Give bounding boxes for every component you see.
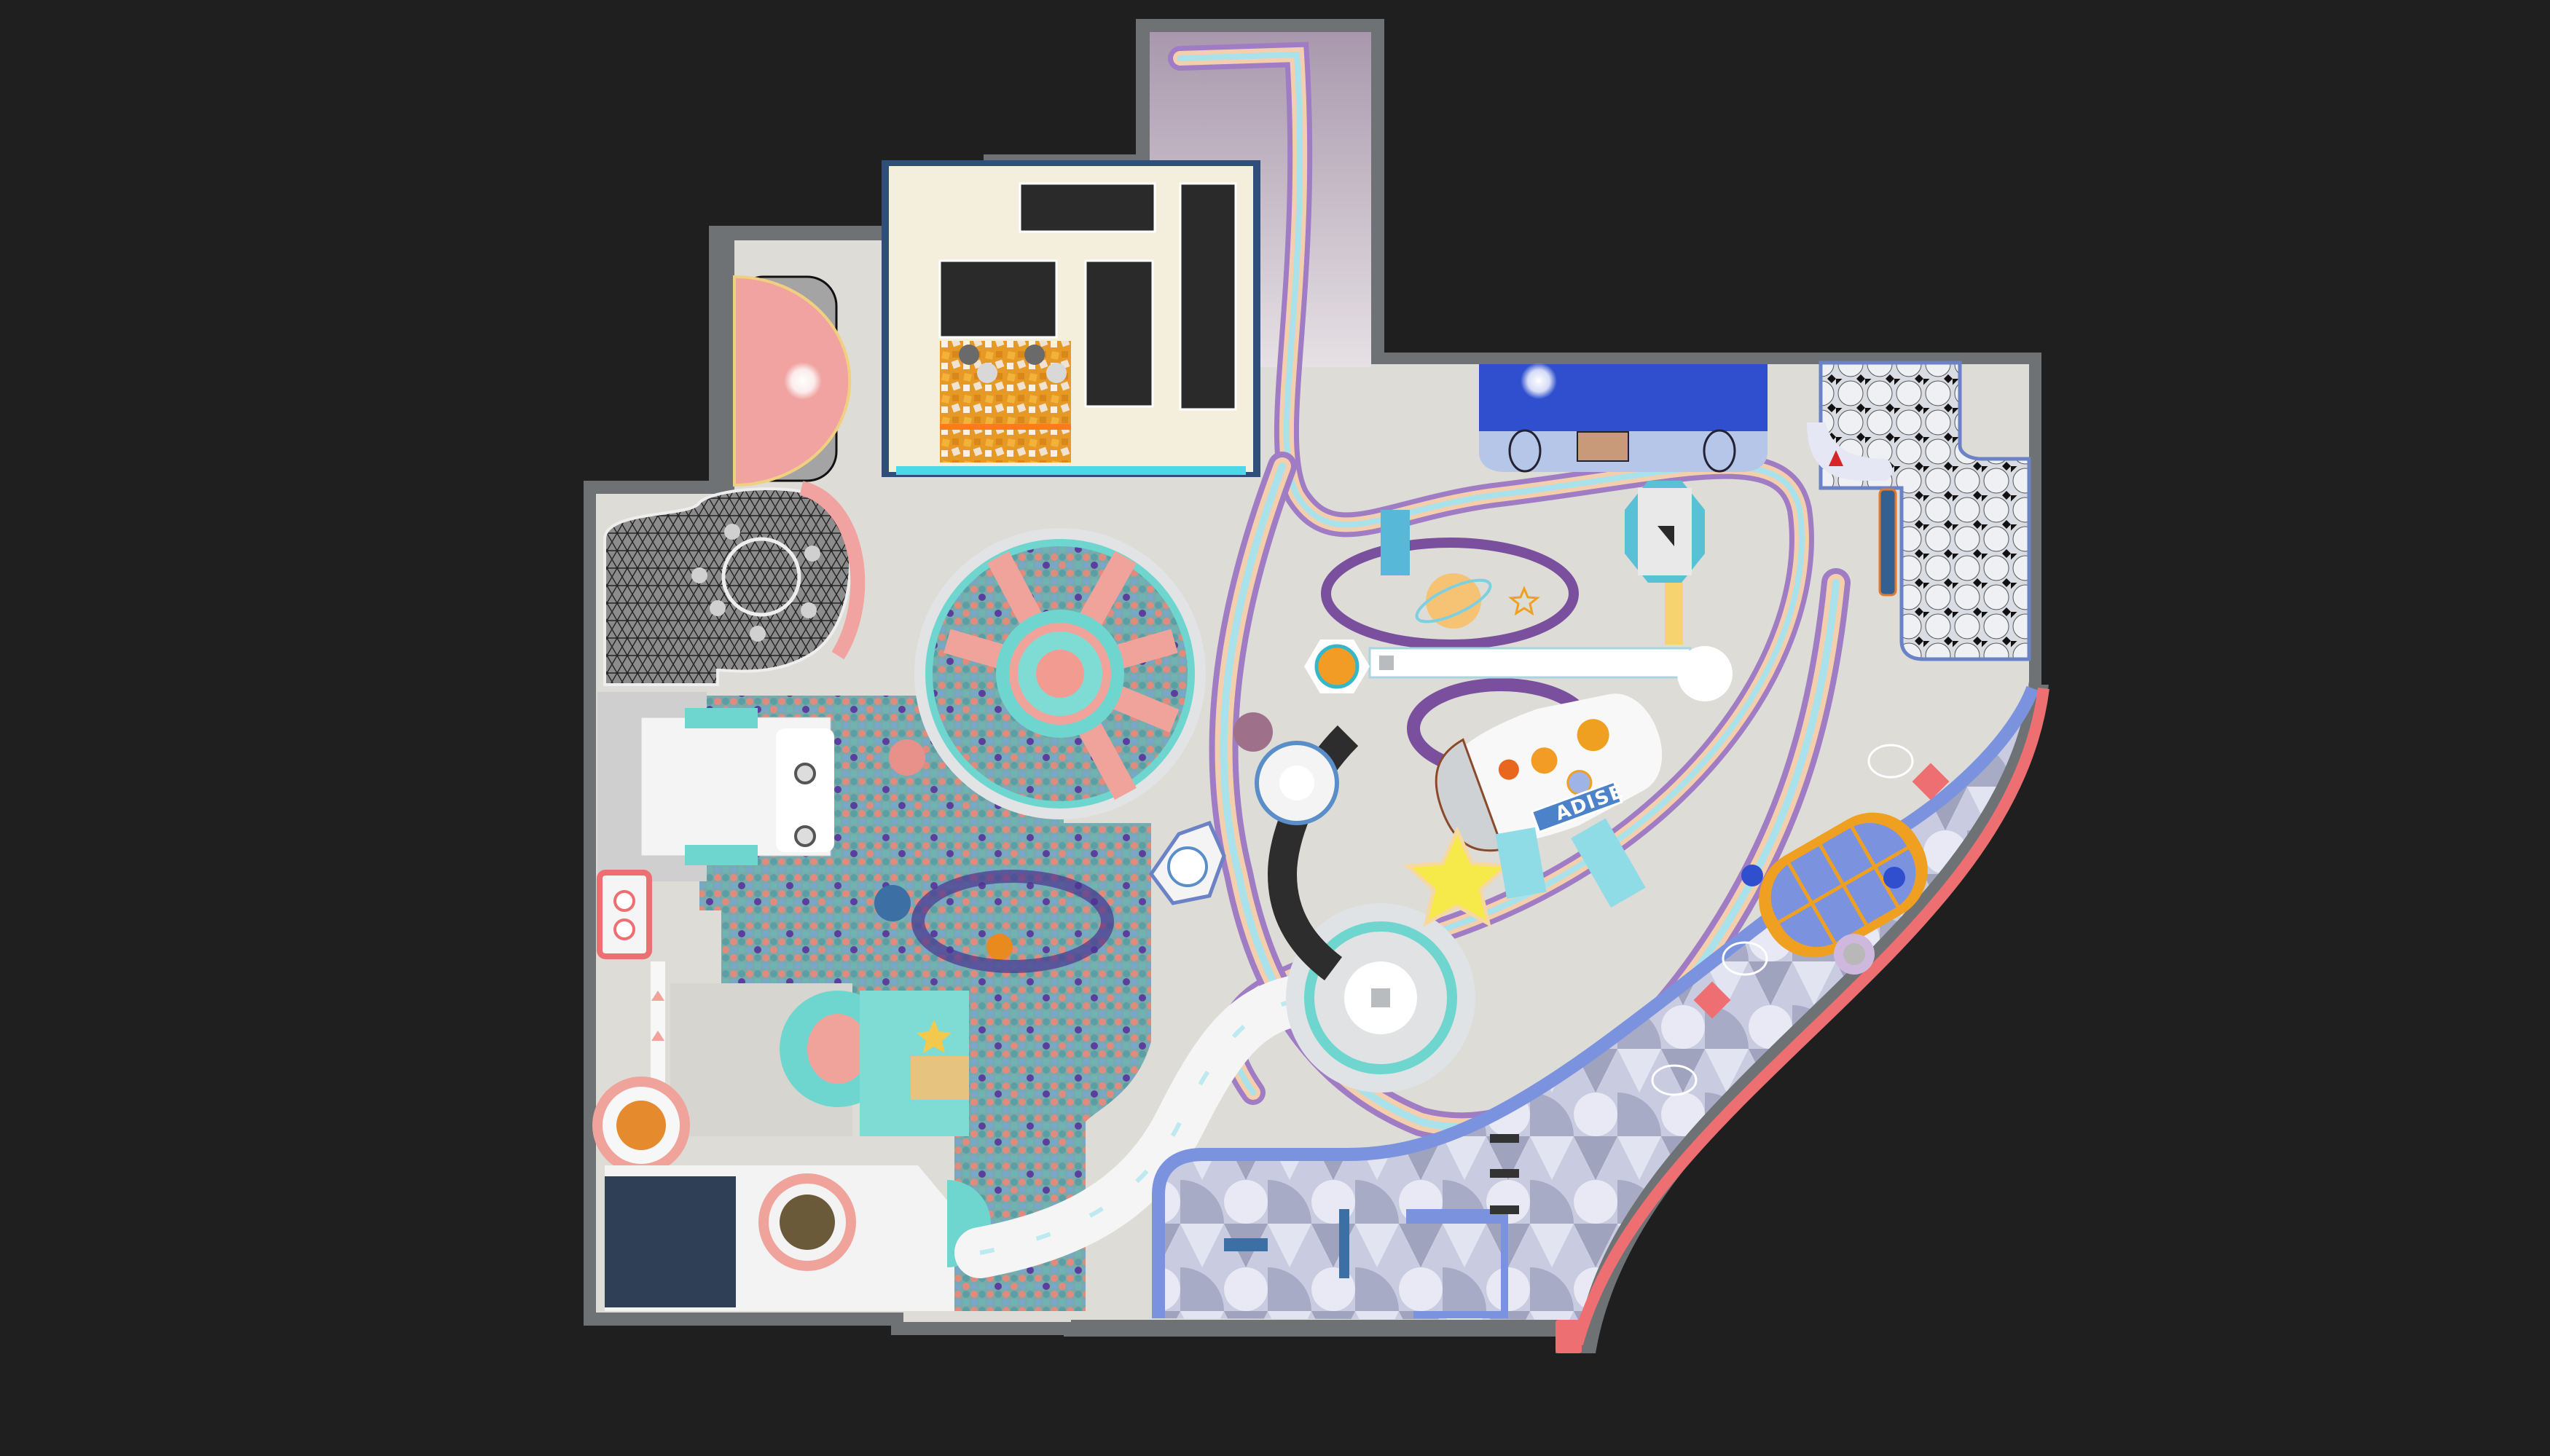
rocket-sign: [1530, 780, 1623, 834]
ball-pit-bumper: [986, 934, 1013, 960]
capsule-node: [1741, 865, 1763, 886]
carousel-hub: [1036, 650, 1084, 698]
star-icon: [917, 1020, 952, 1053]
orbit-ring-icons: [1651, 744, 1914, 1096]
trampoline-bed-4[interactable]: [1084, 259, 1154, 408]
planet-icon: [1233, 712, 1273, 752]
carousel[interactable]: [914, 528, 1206, 819]
ball-pit-bumper: [874, 885, 911, 921]
dome-light-icon: [784, 362, 822, 400]
blue-stage[interactable]: [1479, 363, 1768, 473]
play-pod-hex[interactable]: [1148, 820, 1226, 905]
net-ring: [721, 537, 801, 617]
elevated-walkway[interactable]: [1304, 640, 1733, 701]
space-capsule[interactable]: [1741, 794, 1947, 976]
star-outline-icon: [1508, 586, 1540, 616]
saturn-icon: [1415, 573, 1492, 629]
trampoline-park[interactable]: [882, 160, 1260, 477]
geo-floor[interactable]: [1152, 685, 2039, 1320]
hatch-icon: [1371, 988, 1390, 1007]
ball-pit-bumper: [889, 739, 925, 776]
stage-light-icon: [1521, 363, 1557, 399]
play-pod[interactable]: [1255, 741, 1339, 825]
trampoline-bed-2[interactable]: [1179, 182, 1237, 411]
octagon-tower[interactable]: [1625, 481, 1705, 645]
trampoline-bed-1[interactable]: [1019, 182, 1156, 233]
soft-play[interactable]: [592, 692, 991, 1311]
star-icon: [1402, 825, 1512, 927]
rocket-icon: [1829, 450, 1843, 466]
rail-post: [1556, 1320, 1582, 1353]
foam-pit-beam: [940, 424, 1071, 430]
tile-room[interactable]: [1807, 361, 2031, 661]
trampoline-entry-strip: [896, 466, 1246, 475]
pink-dome[interactable]: [733, 275, 852, 487]
capsule-node: [1883, 867, 1905, 889]
foam-pit-pad: [959, 345, 979, 365]
net-climb[interactable]: [603, 481, 866, 686]
slide-exit-icon: [794, 825, 816, 847]
trampoline-bed-3[interactable]: [938, 259, 1058, 339]
foam-pit-pad: [1046, 363, 1067, 383]
foam-pit-pad: [977, 363, 997, 383]
outer-rail: [1572, 687, 2049, 1346]
slide-exit-icon: [794, 763, 816, 784]
foam-pit-pad: [1024, 345, 1045, 365]
foam-pit[interactable]: [940, 341, 1071, 463]
ball-pit-orbit: [911, 870, 1114, 973]
